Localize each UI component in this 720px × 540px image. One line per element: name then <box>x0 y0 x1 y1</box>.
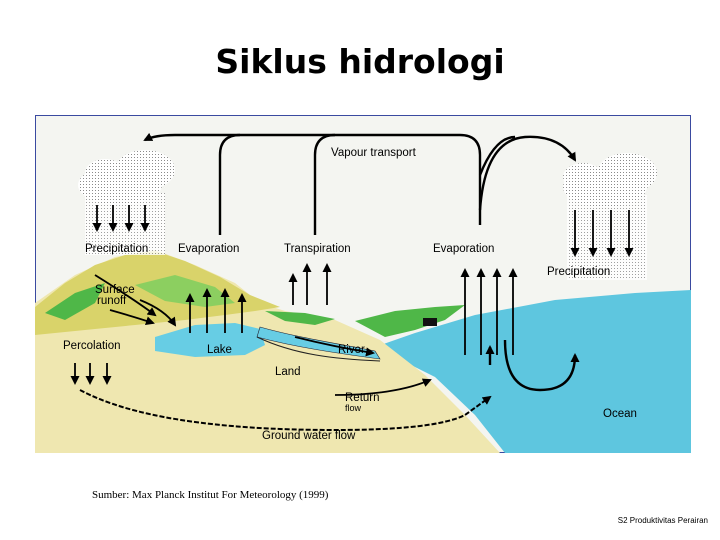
label-return: Return <box>345 392 380 404</box>
label-flow: flow <box>345 403 362 413</box>
vapour-ocean-loop <box>478 135 516 176</box>
footer-text: S2 Produktivitas Perairan <box>617 516 708 525</box>
vapour-to-right-cloud-arrow <box>478 135 577 211</box>
cloud-right <box>563 153 657 280</box>
slide-title: Siklus hidrologi <box>215 42 505 81</box>
ground-water-flow-arrow <box>79 389 492 432</box>
precipitation-left-arrows <box>92 205 150 232</box>
label-land: Land <box>275 366 301 378</box>
evaporation-left-arrows <box>185 288 247 333</box>
ocean <box>375 290 691 453</box>
label-surface: Surface <box>95 284 135 296</box>
label-lake: Lake <box>207 344 232 356</box>
label-runoff: runoff <box>97 295 127 307</box>
lake <box>155 323 265 357</box>
label-ocean: Ocean <box>603 408 637 420</box>
source-caption: Sumber: Max Planck Institut For Meteorol… <box>92 489 329 501</box>
vegetation-shore <box>355 305 465 337</box>
transpiration-arrows <box>288 263 332 305</box>
evaporation-right-arrows <box>460 268 518 355</box>
surface-runoff-arrows <box>94 274 177 327</box>
label-percolation: Percolation <box>63 340 121 352</box>
vapour-transport-arrow <box>143 132 482 225</box>
label-precipitation-left: Precipitation <box>85 243 148 255</box>
label-precipitation-right: Precipitation <box>547 266 610 278</box>
percolation-arrows <box>70 363 112 385</box>
arrows <box>143 132 577 235</box>
evaporation-left-loop <box>218 133 241 235</box>
vegetation-bank <box>265 311 335 325</box>
return-flow-arrow <box>334 378 432 396</box>
precipitation-right-arrows <box>570 210 634 257</box>
river-bank <box>256 336 381 362</box>
label-evaporation-left: Evaporation <box>178 243 239 255</box>
label-river: River <box>338 344 365 356</box>
river-flow-arrow <box>294 336 375 357</box>
label-vapour-transport: Vapour transport <box>331 147 417 159</box>
vegetation-hill <box>135 275 235 307</box>
ocean-loop-arrow <box>503 339 580 392</box>
cloud-left <box>78 150 175 255</box>
hydrologic-cycle-diagram: Vapour transport Precipitation Evaporati… <box>35 115 691 453</box>
house <box>423 318 437 326</box>
label-transpiration: Transpiration <box>284 243 351 255</box>
transpiration-loop <box>313 133 336 235</box>
vegetation-left <box>45 283 105 320</box>
label-evaporation-right: Evaporation <box>433 243 494 255</box>
label-ground-water-flow: Ground water flow <box>262 430 356 442</box>
